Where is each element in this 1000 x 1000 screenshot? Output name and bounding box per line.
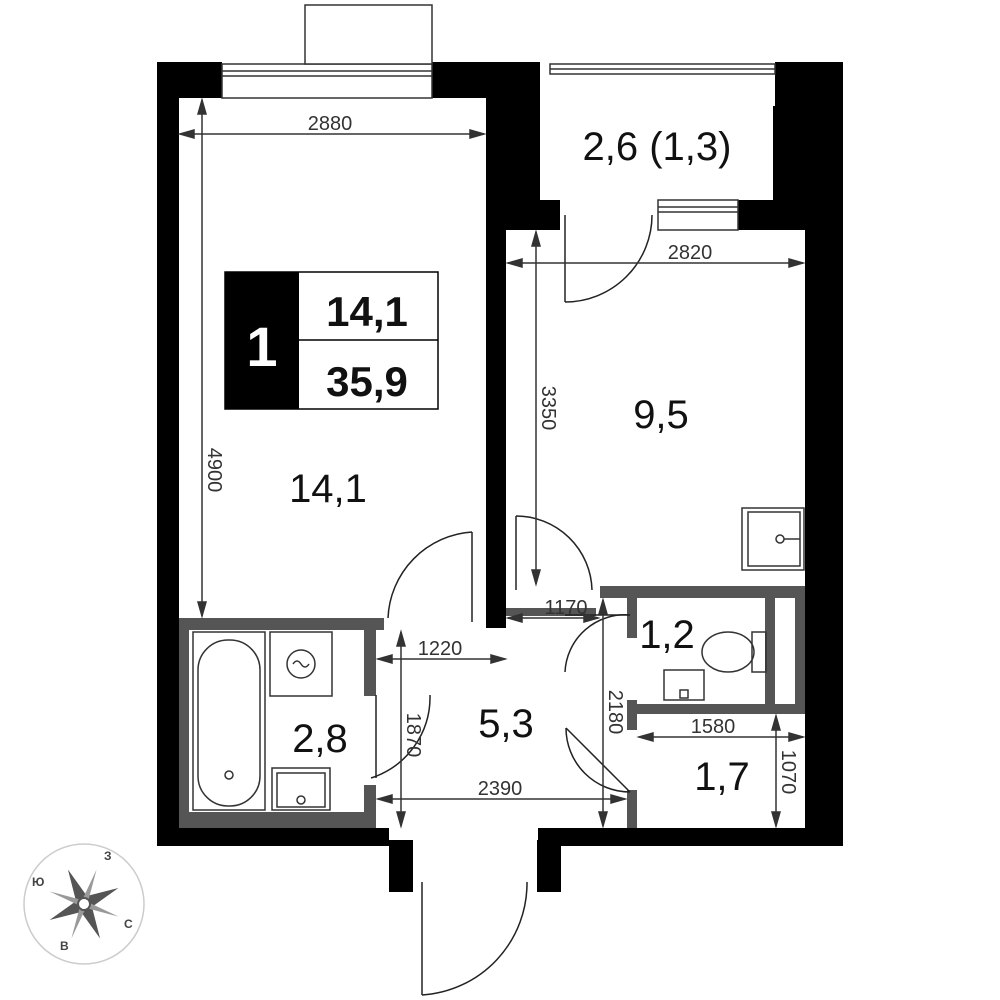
compass-north-label: С [124,917,133,931]
badge-room-count: 1 [246,315,277,378]
dim-closet-width: 1580 [691,716,736,738]
wc-sink [663,669,705,701]
dim-living-width: 2880 [308,113,353,135]
area-badge: 1 14,1 35,9 [224,271,439,410]
interior-partitions [179,586,805,828]
exterior-walls [157,62,843,892]
dim-kitchen-width: 2820 [668,242,713,264]
dim-kitchen-length: 3350 [537,386,559,431]
dim-living-length: 4900 [203,448,225,493]
room-area-bathroom: 2,8 [292,717,348,761]
bathroom-sink [271,767,331,811]
washing-machine-icon [269,631,333,697]
compass-west-label: З [104,849,112,863]
windows [221,4,776,231]
compass-south-label: Ю [32,875,44,889]
room-area-hall: 5,3 [478,702,534,746]
door-swings [370,214,653,996]
toilet-icon [701,631,767,673]
bathtub [192,631,266,811]
badge-total-area: 35,9 [326,358,408,405]
room-area-living: 14,1 [289,467,367,511]
room-area-closet: 1,7 [694,755,750,799]
dim-hall-width: 2390 [478,778,523,800]
badge-living-area: 14,1 [326,288,408,335]
dim-closet-length: 1070 [777,750,799,795]
kitchen-sink [741,507,805,571]
compass-east-label: В [60,939,69,953]
dim-wc-width: 1170 [544,597,587,619]
dim-bath-length: 1870 [402,713,424,758]
room-area-kitchen: 9,5 [633,393,689,437]
room-area-balcony: 2,6 (1,3) [583,125,732,169]
room-area-wc: 1,2 [639,613,695,657]
compass-rose-icon: З С В Ю [23,843,145,965]
dim-hall-length: 2180 [604,690,626,735]
dim-bath-width: 1220 [418,638,463,660]
dimension-lines [177,97,806,829]
